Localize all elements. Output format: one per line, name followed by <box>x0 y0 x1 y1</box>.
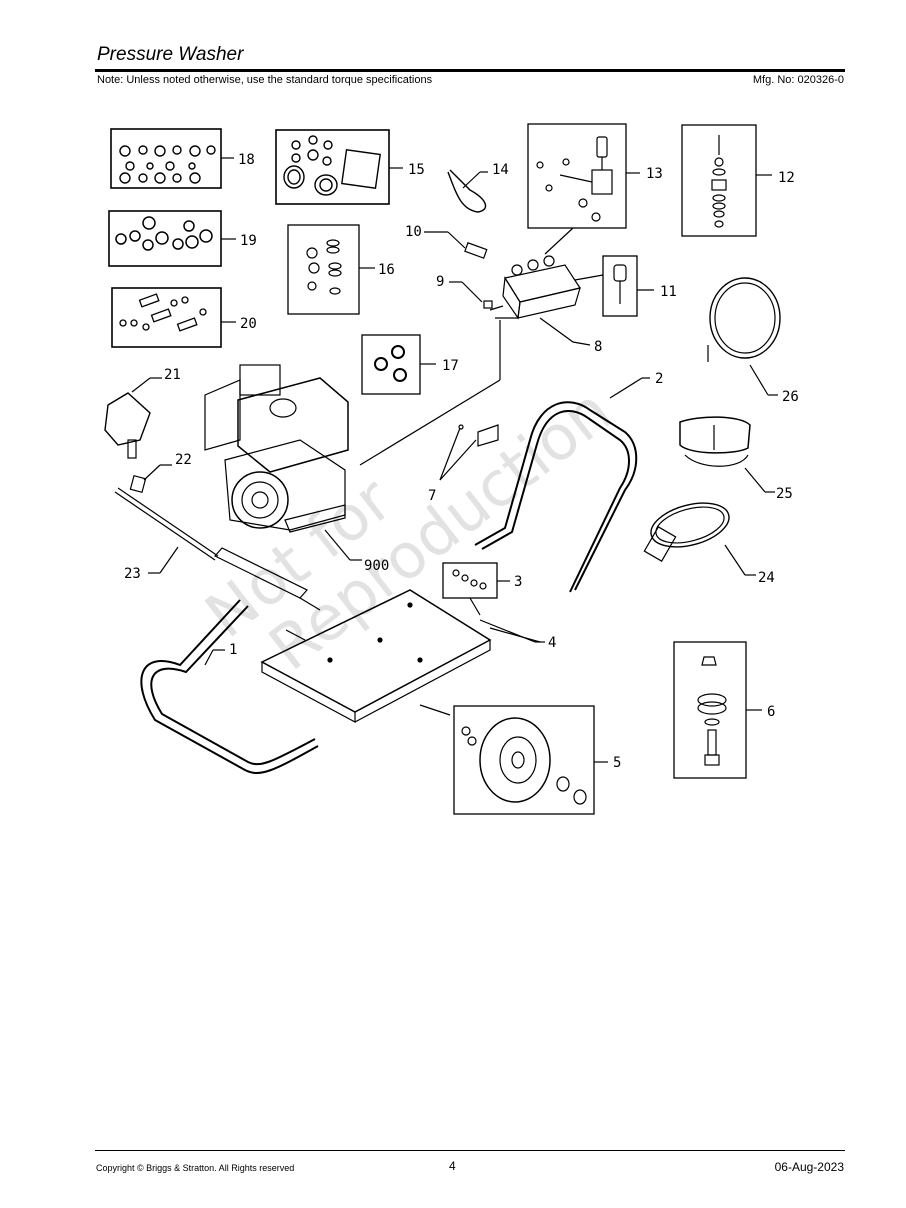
callout-6: 6 <box>767 704 775 720</box>
callout-16: 16 <box>378 262 395 278</box>
watermark: Not for Reproduction <box>192 374 625 685</box>
callout-17: 17 <box>442 358 459 374</box>
kit-11-box <box>574 255 654 317</box>
callout-8: 8 <box>594 339 602 355</box>
pump-assembly-8 <box>489 255 591 346</box>
callout-7: 7 <box>428 488 436 504</box>
callout-25: 25 <box>776 486 793 502</box>
engine-900 <box>204 320 501 561</box>
hose-24 <box>643 502 756 576</box>
page-title: Pressure Washer <box>97 44 244 65</box>
callout-labels: 18 19 20 15 14 13 12 10 16 9 11 8 17 21 … <box>124 152 799 771</box>
callout-18: 18 <box>238 152 255 168</box>
kit-16-box <box>287 224 375 315</box>
callout-22: 22 <box>175 452 192 468</box>
callout-10: 10 <box>405 224 422 240</box>
kit-19-box <box>108 210 236 267</box>
part-22-nozzle <box>129 464 172 494</box>
callout-13: 13 <box>646 166 663 182</box>
handle-1 <box>140 599 319 774</box>
callout-5: 5 <box>613 755 621 771</box>
callout-24: 24 <box>758 570 775 586</box>
callout-900: 900 <box>364 558 389 574</box>
callout-11: 11 <box>660 284 677 300</box>
kit-17-box <box>361 334 436 395</box>
handle-2 <box>474 377 650 593</box>
part-9-bolt <box>449 281 493 309</box>
footer-rule <box>95 1150 845 1151</box>
header-rule <box>95 69 845 72</box>
callout-26: 26 <box>782 389 799 405</box>
hose-26 <box>707 277 781 396</box>
kit-13-box <box>527 123 640 255</box>
frame-base-plate <box>260 589 541 724</box>
kit-12-box <box>681 124 772 237</box>
callout-4: 4 <box>548 635 556 651</box>
kit-20-box <box>111 287 236 348</box>
hose-part-14 <box>447 169 488 213</box>
kit-6-box <box>673 641 762 779</box>
callout-20: 20 <box>240 316 257 332</box>
part-10-fitting <box>424 231 488 259</box>
kit-18-box <box>110 128 234 189</box>
wand-23 <box>114 487 321 611</box>
callout-3: 3 <box>514 574 522 590</box>
callout-23: 23 <box>124 566 141 582</box>
callout-2: 2 <box>655 371 663 387</box>
mfg-number: Mfg. No: 020326-0 <box>752 74 844 86</box>
page-number: 4 <box>449 1159 456 1173</box>
callout-1: 1 <box>229 642 237 658</box>
part-7-label-pointer <box>439 424 499 481</box>
goggles-25 <box>679 416 775 493</box>
spray-gun-21 <box>104 377 162 459</box>
copyright-text: Copyright © Briggs & Stratton. All Right… <box>96 1163 295 1173</box>
kit-15-box <box>275 129 403 205</box>
kit-3-box <box>442 562 510 616</box>
callout-12: 12 <box>778 170 795 186</box>
kit-5-wheel-box <box>453 705 608 815</box>
callout-9: 9 <box>436 274 444 290</box>
document-date: 06-Aug-2023 <box>774 1160 844 1174</box>
torque-note: Note: Unless noted otherwise, use the st… <box>97 74 433 86</box>
callout-19: 19 <box>240 233 257 249</box>
callout-21: 21 <box>164 367 181 383</box>
callout-15: 15 <box>408 162 425 178</box>
callout-14: 14 <box>492 162 509 178</box>
part-4-pointer <box>479 619 545 643</box>
